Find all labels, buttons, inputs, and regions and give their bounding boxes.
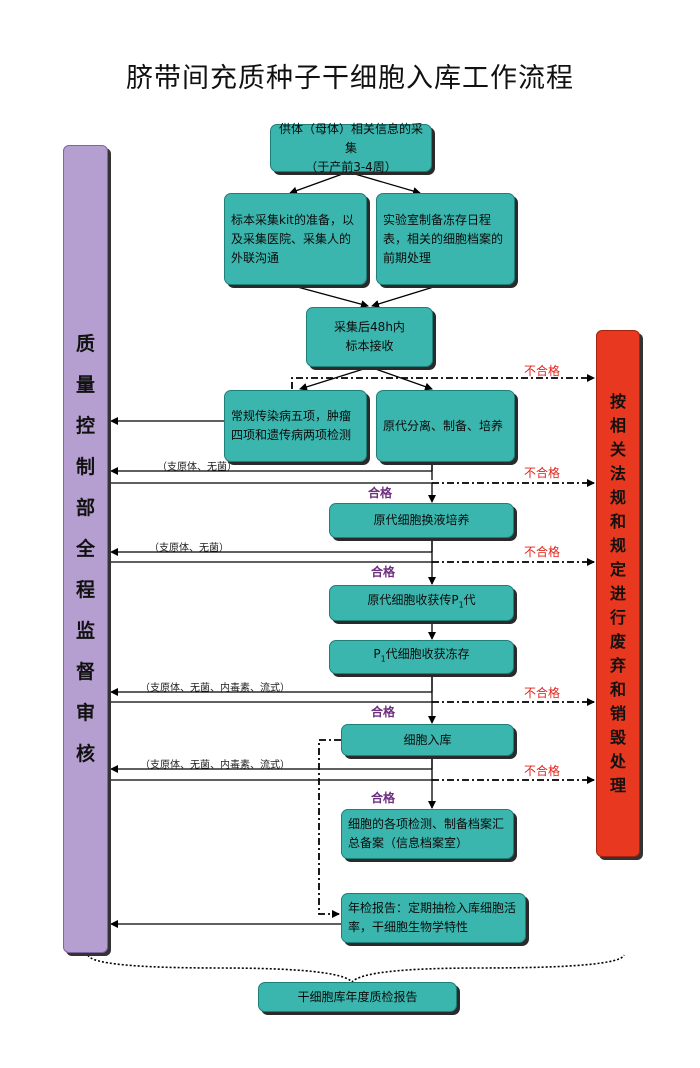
- primary-culture-box: 原代分离、制备、培养: [376, 390, 515, 462]
- pass-label-1: 合格: [368, 486, 393, 500]
- receive-line1: 采集后48h内: [334, 320, 405, 334]
- pass-label-3: 合格: [371, 705, 396, 719]
- harvest-p1-text: 原代细胞收获传P1代: [367, 593, 476, 610]
- storage-to-annual-arrow: [318, 739, 341, 918]
- annual-report-box: 干细胞库年度质检报告: [258, 982, 457, 1012]
- fail-label-3: 不合格: [524, 545, 561, 559]
- collect-info-line1: 供体（母体）相关信息的采集: [278, 121, 423, 155]
- media-change-text: 原代细胞换液培养: [373, 513, 470, 527]
- disease-test-box: 常规传染病五项，肿瘤四项和遗传病两项检测: [224, 390, 367, 462]
- fail-label-1: 不合格: [524, 364, 561, 378]
- bottom-brace: [87, 954, 625, 984]
- lab-schedule-text: 实验室制备冻存日程表，相关的细胞档案的前期处理: [383, 212, 504, 265]
- kit-prep-box: 标本采集kit的准备，以及采集医院、采集人的外联沟通: [224, 193, 367, 285]
- page-title: 脐带间充质种子干细胞入库工作流程: [126, 63, 574, 94]
- media-change-box: 原代细胞换液培养: [329, 503, 514, 538]
- qc-department-bar: 质量控 制部全 程监督 审核: [63, 145, 108, 953]
- disposal-bar: 按相关 法规和 规定进 行废弃 和销毁 处理: [596, 330, 640, 857]
- harvest-p1-box: 原代细胞收获传P1代: [329, 585, 514, 621]
- test-label-4: （支原体、无菌、内毒素、流式）: [140, 760, 290, 771]
- disease-test-text: 常规传染病五项，肿瘤四项和遗传病两项检测: [231, 409, 352, 442]
- storage-text: 细胞入库: [403, 732, 452, 747]
- archive-text: 细胞的各项检测、制备档案汇总备案（信息档案室）: [348, 817, 505, 850]
- collect-info-box: 供体（母体）相关信息的采集 （于产前3-4周）: [270, 122, 432, 174]
- test-label-1: （支原体、无菌）: [157, 462, 237, 473]
- pass-label-2: 合格: [371, 565, 396, 579]
- archive-box: 细胞的各项检测、制备档案汇总备案（信息档案室）: [341, 809, 514, 859]
- receive-line2: 标本接收: [345, 339, 394, 353]
- lab-schedule-box: 实验室制备冻存日程表，相关的细胞档案的前期处理: [376, 193, 515, 285]
- arrow-receive-to-test: [299, 366, 371, 391]
- test-label-2: （支原体、无菌）: [149, 543, 229, 554]
- pass-label-4: 合格: [371, 791, 396, 805]
- storage-box: 细胞入库: [341, 724, 514, 756]
- fail-label-4: 不合格: [524, 686, 561, 700]
- annual-check-box: 年检报告：定期抽检入库细胞活率，干细胞生物学特性: [341, 893, 526, 943]
- p1-freeze-box: P1代细胞收获冻存: [329, 640, 514, 674]
- arrow-lab-to-receive: [371, 284, 441, 308]
- reject-arrow-1: [291, 374, 595, 389]
- primary-culture-text: 原代分离、制备、培养: [383, 418, 504, 433]
- arrow-info-to-kit: [289, 171, 349, 195]
- fail-label-5: 不合格: [524, 764, 561, 778]
- annual-check-text: 年检报告：定期抽检入库细胞活率，干细胞生物学特性: [348, 901, 517, 934]
- arrow-kit-to-receive: [289, 284, 369, 309]
- kit-prep-text: 标本采集kit的准备，以及采集医院、采集人的外联沟通: [231, 212, 354, 265]
- collect-info-line2: （于产前3-4周）: [305, 159, 397, 174]
- p1-freeze-text: P1代细胞收获冻存: [373, 647, 470, 664]
- arrow-info-to-lab: [347, 171, 421, 195]
- receive-box: 采集后48h内 标本接收: [306, 307, 433, 367]
- fail-label-2: 不合格: [524, 466, 561, 480]
- test-label-3: （支原体、无菌、内毒素、流式）: [140, 683, 290, 694]
- annual-report-text: 干细胞库年度质检报告: [297, 989, 418, 1004]
